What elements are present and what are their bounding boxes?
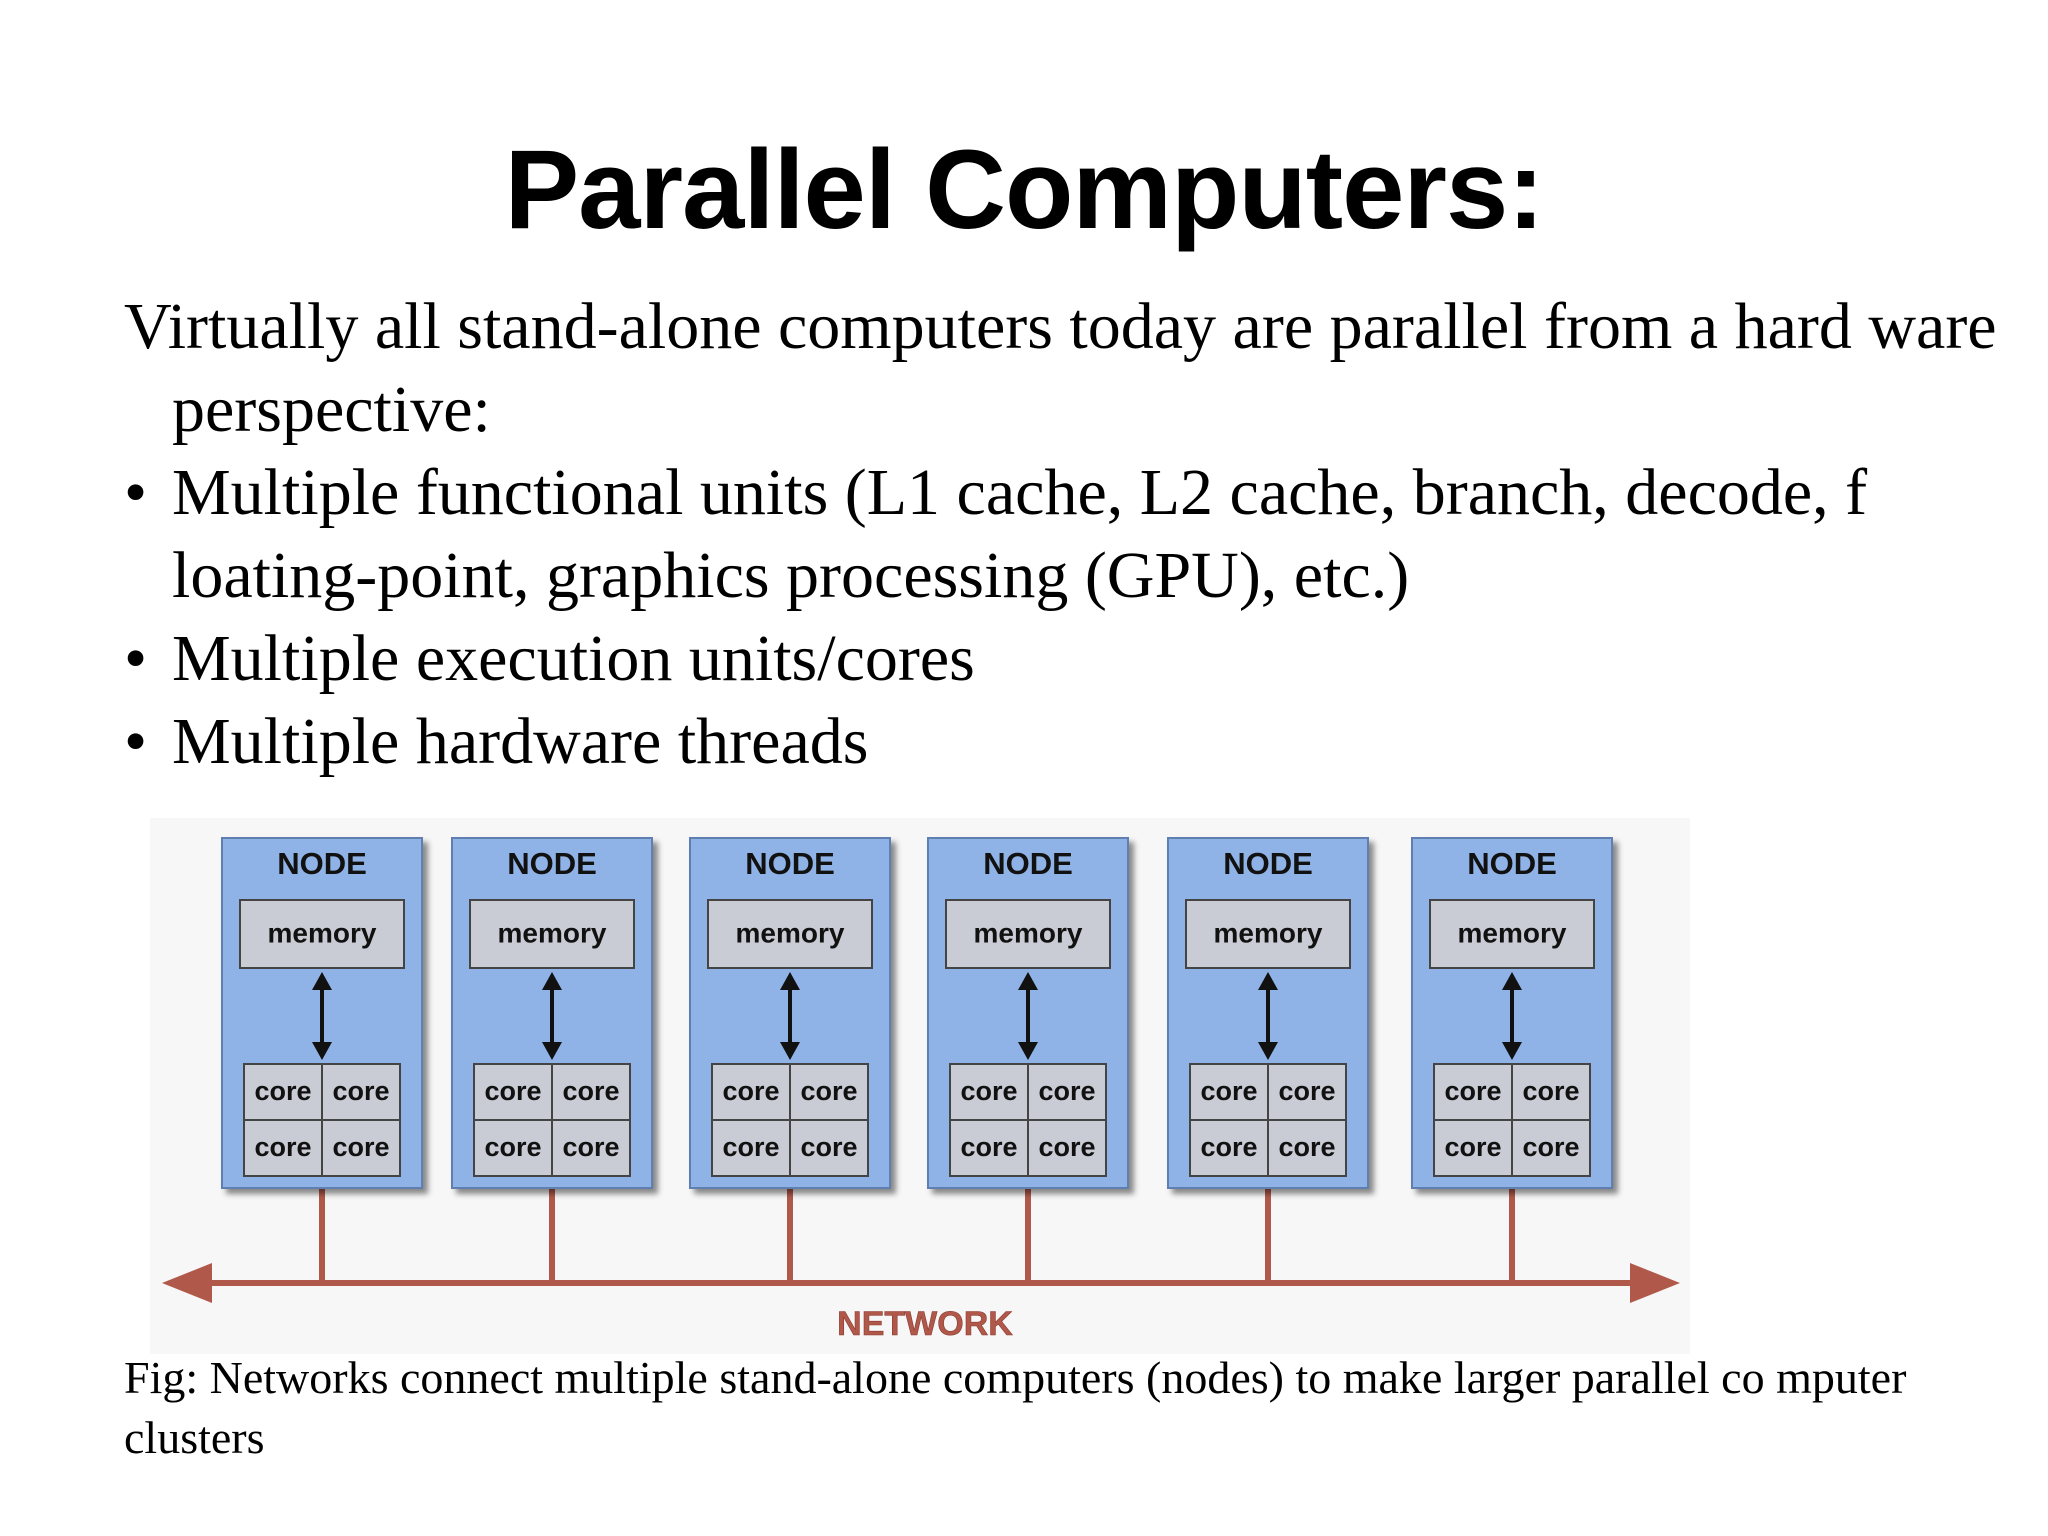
arrow-up-icon (780, 972, 800, 990)
core-label: core (1200, 1132, 1257, 1162)
core-box (1189, 1119, 1269, 1177)
core-label: core (562, 1076, 619, 1106)
core-label: core (1444, 1132, 1501, 1162)
bullet-text: Multiple functional units (L1 cache, L2 … (172, 456, 1868, 612)
arrow-down-icon (312, 1042, 332, 1060)
arrow-down-icon (1258, 1042, 1278, 1060)
core-box (789, 1063, 869, 1121)
bullet-text: Multiple execution units/cores (172, 622, 975, 695)
cluster-node: NODE memory core core core core (689, 837, 891, 1189)
core-box (1511, 1119, 1591, 1177)
core-label: core (1278, 1132, 1335, 1162)
core-label: core (722, 1076, 779, 1106)
core-label: core (1522, 1132, 1579, 1162)
bullet-list: • Multiple functional units (L1 cache, L2… (124, 451, 2004, 783)
memory-label: memory (974, 917, 1083, 948)
core-label: core (562, 1132, 619, 1162)
arrow-up-icon (312, 972, 332, 990)
core-box (949, 1119, 1029, 1177)
core-label: core (1444, 1076, 1501, 1106)
bullet-marker: • (124, 622, 148, 695)
core-label: core (254, 1076, 311, 1106)
core-label: core (1522, 1076, 1579, 1106)
core-box (473, 1119, 553, 1177)
core-label: core (484, 1132, 541, 1162)
memory-label: memory (736, 917, 845, 948)
memory-box (945, 899, 1111, 969)
core-box (1189, 1063, 1269, 1121)
core-box (1433, 1119, 1513, 1177)
core-label: core (722, 1132, 779, 1162)
core-box (243, 1119, 323, 1177)
core-label: core (1038, 1132, 1095, 1162)
network-arrow-right-icon (1630, 1263, 1680, 1303)
bullet-marker: • (124, 456, 148, 529)
core-box (321, 1063, 401, 1121)
arrow-up-icon (1502, 972, 1522, 990)
memory-box (707, 899, 873, 969)
bullet-item: • Multiple functional units (L1 cache, L2… (124, 451, 2004, 617)
cluster-diagram-svg: NETWORK NODE memory core core core core NODE me… (162, 837, 1680, 1343)
core-box (1027, 1119, 1107, 1177)
memory-label: memory (1214, 917, 1323, 948)
arrow-down-icon (1502, 1042, 1522, 1060)
core-label: core (484, 1076, 541, 1106)
node-label: NODE (277, 846, 367, 881)
slide-title: Parallel Computers: (504, 127, 1544, 252)
arrow-down-icon (542, 1042, 562, 1060)
memory-box (239, 899, 405, 969)
core-box (1511, 1063, 1591, 1121)
cluster-diagram: NETWORK NODE memory core core core core NODE me… (150, 818, 1690, 1354)
core-label: core (960, 1132, 1017, 1162)
arrow-down-icon (1018, 1042, 1038, 1060)
core-label: core (800, 1076, 857, 1106)
core-box (1027, 1063, 1107, 1121)
node-label: NODE (1467, 846, 1557, 881)
core-box (321, 1119, 401, 1177)
memory-label: memory (1458, 917, 1567, 948)
core-box (949, 1063, 1029, 1121)
core-box (551, 1119, 631, 1177)
arrow-up-icon (1018, 972, 1038, 990)
core-box (789, 1119, 869, 1177)
node-label: NODE (745, 846, 835, 881)
node-label: NODE (507, 846, 597, 881)
memory-label: memory (268, 917, 377, 948)
core-box (473, 1063, 553, 1121)
core-label: core (1200, 1076, 1257, 1106)
cluster-node: NODE memory core core core core (927, 837, 1129, 1189)
bullet-text: Multiple hardware threads (172, 705, 869, 778)
slide-body: Virtually all stand-alone computers toda… (124, 285, 2004, 783)
bullet-item: • Multiple hardware threads (124, 700, 2004, 783)
node-label: NODE (983, 846, 1073, 881)
cluster-node: NODE memory core core core core (221, 837, 423, 1189)
arrow-down-icon (780, 1042, 800, 1060)
intro-text: Virtually all stand-alone computers toda… (124, 290, 1997, 446)
core-label: core (332, 1076, 389, 1106)
core-label: core (254, 1132, 311, 1162)
network-arrow-left-icon (162, 1263, 212, 1303)
core-box (711, 1063, 791, 1121)
memory-label: memory (498, 917, 607, 948)
figure-caption: Fig: Networks connect multiple stand-alo… (124, 1352, 1907, 1463)
core-label: core (1278, 1076, 1335, 1106)
core-label: core (1038, 1076, 1095, 1106)
core-box (1267, 1063, 1347, 1121)
core-label: core (332, 1132, 389, 1162)
memory-box (469, 899, 635, 969)
cluster-node: NODE memory core core core core (451, 837, 653, 1189)
memory-box (1185, 899, 1351, 969)
memory-box (1429, 899, 1595, 969)
cluster-node: NODE memory core core core core (1167, 837, 1369, 1189)
arrow-up-icon (542, 972, 562, 990)
cluster-node: NODE memory core core core core (1411, 837, 1613, 1189)
core-box (1267, 1119, 1347, 1177)
arrow-up-icon (1258, 972, 1278, 990)
network-label: NETWORK (837, 1305, 1013, 1343)
bullet-item: • Multiple execution units/cores (124, 617, 2004, 700)
node-label: NODE (1223, 846, 1313, 881)
bullet-marker: • (124, 705, 148, 778)
core-label: core (800, 1132, 857, 1162)
core-label: core (960, 1076, 1017, 1106)
